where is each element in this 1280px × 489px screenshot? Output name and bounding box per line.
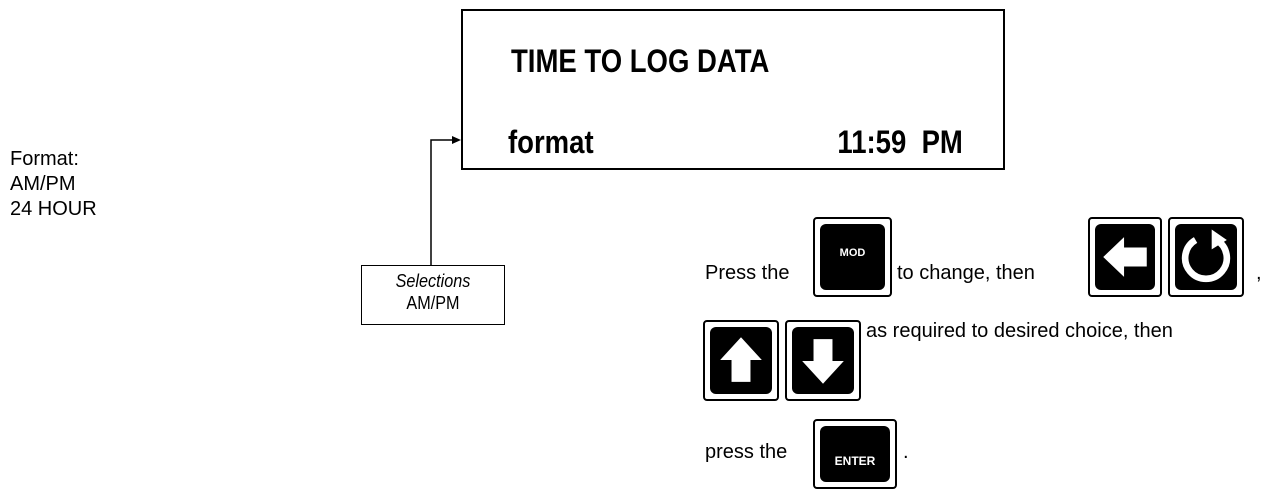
format-option-ampm: AM/PM — [10, 173, 76, 195]
cycle-icon — [1181, 229, 1231, 283]
left-arrow-key[interactable] — [1088, 217, 1162, 297]
down-arrow-icon — [802, 339, 844, 384]
format-notes-title: Format: — [10, 148, 79, 170]
format-option-24hour: 24 HOUR — [10, 198, 97, 220]
left-arrow-icon — [1103, 237, 1147, 277]
down-arrow-key[interactable] — [785, 320, 861, 401]
mod-key-label: MOD — [839, 247, 866, 259]
selections-box: Selections AM/PM — [361, 265, 505, 325]
instruction-to-change: to change, then — [897, 262, 1035, 284]
instruction-press-the: Press the — [705, 262, 790, 284]
lcd-display: TIME TO LOG DATA format 11:59 PM — [461, 9, 1005, 170]
up-arrow-icon — [720, 337, 762, 382]
instruction-comma: , — [1256, 262, 1262, 284]
display-parameter: format — [508, 124, 594, 160]
display-value: 11:59 PM — [837, 124, 963, 160]
enter-key-label: ENTER — [834, 454, 876, 468]
selections-value: AM/PM — [406, 293, 460, 313]
instruction-as-required: as required to desired choice, then — [866, 320, 1173, 342]
instruction-period: . — [903, 441, 909, 463]
up-arrow-key[interactable] — [703, 320, 779, 401]
selections-header: Selections — [395, 271, 471, 291]
cycle-key[interactable] — [1168, 217, 1244, 297]
enter-key[interactable]: ENTER — [813, 419, 897, 489]
instruction-press-the-2: press the — [705, 441, 788, 463]
format-notes: Format: AM/PM 24 HOUR — [10, 147, 97, 222]
mod-key[interactable]: MOD — [813, 217, 892, 297]
display-title: TIME TO LOG DATA — [511, 43, 770, 79]
